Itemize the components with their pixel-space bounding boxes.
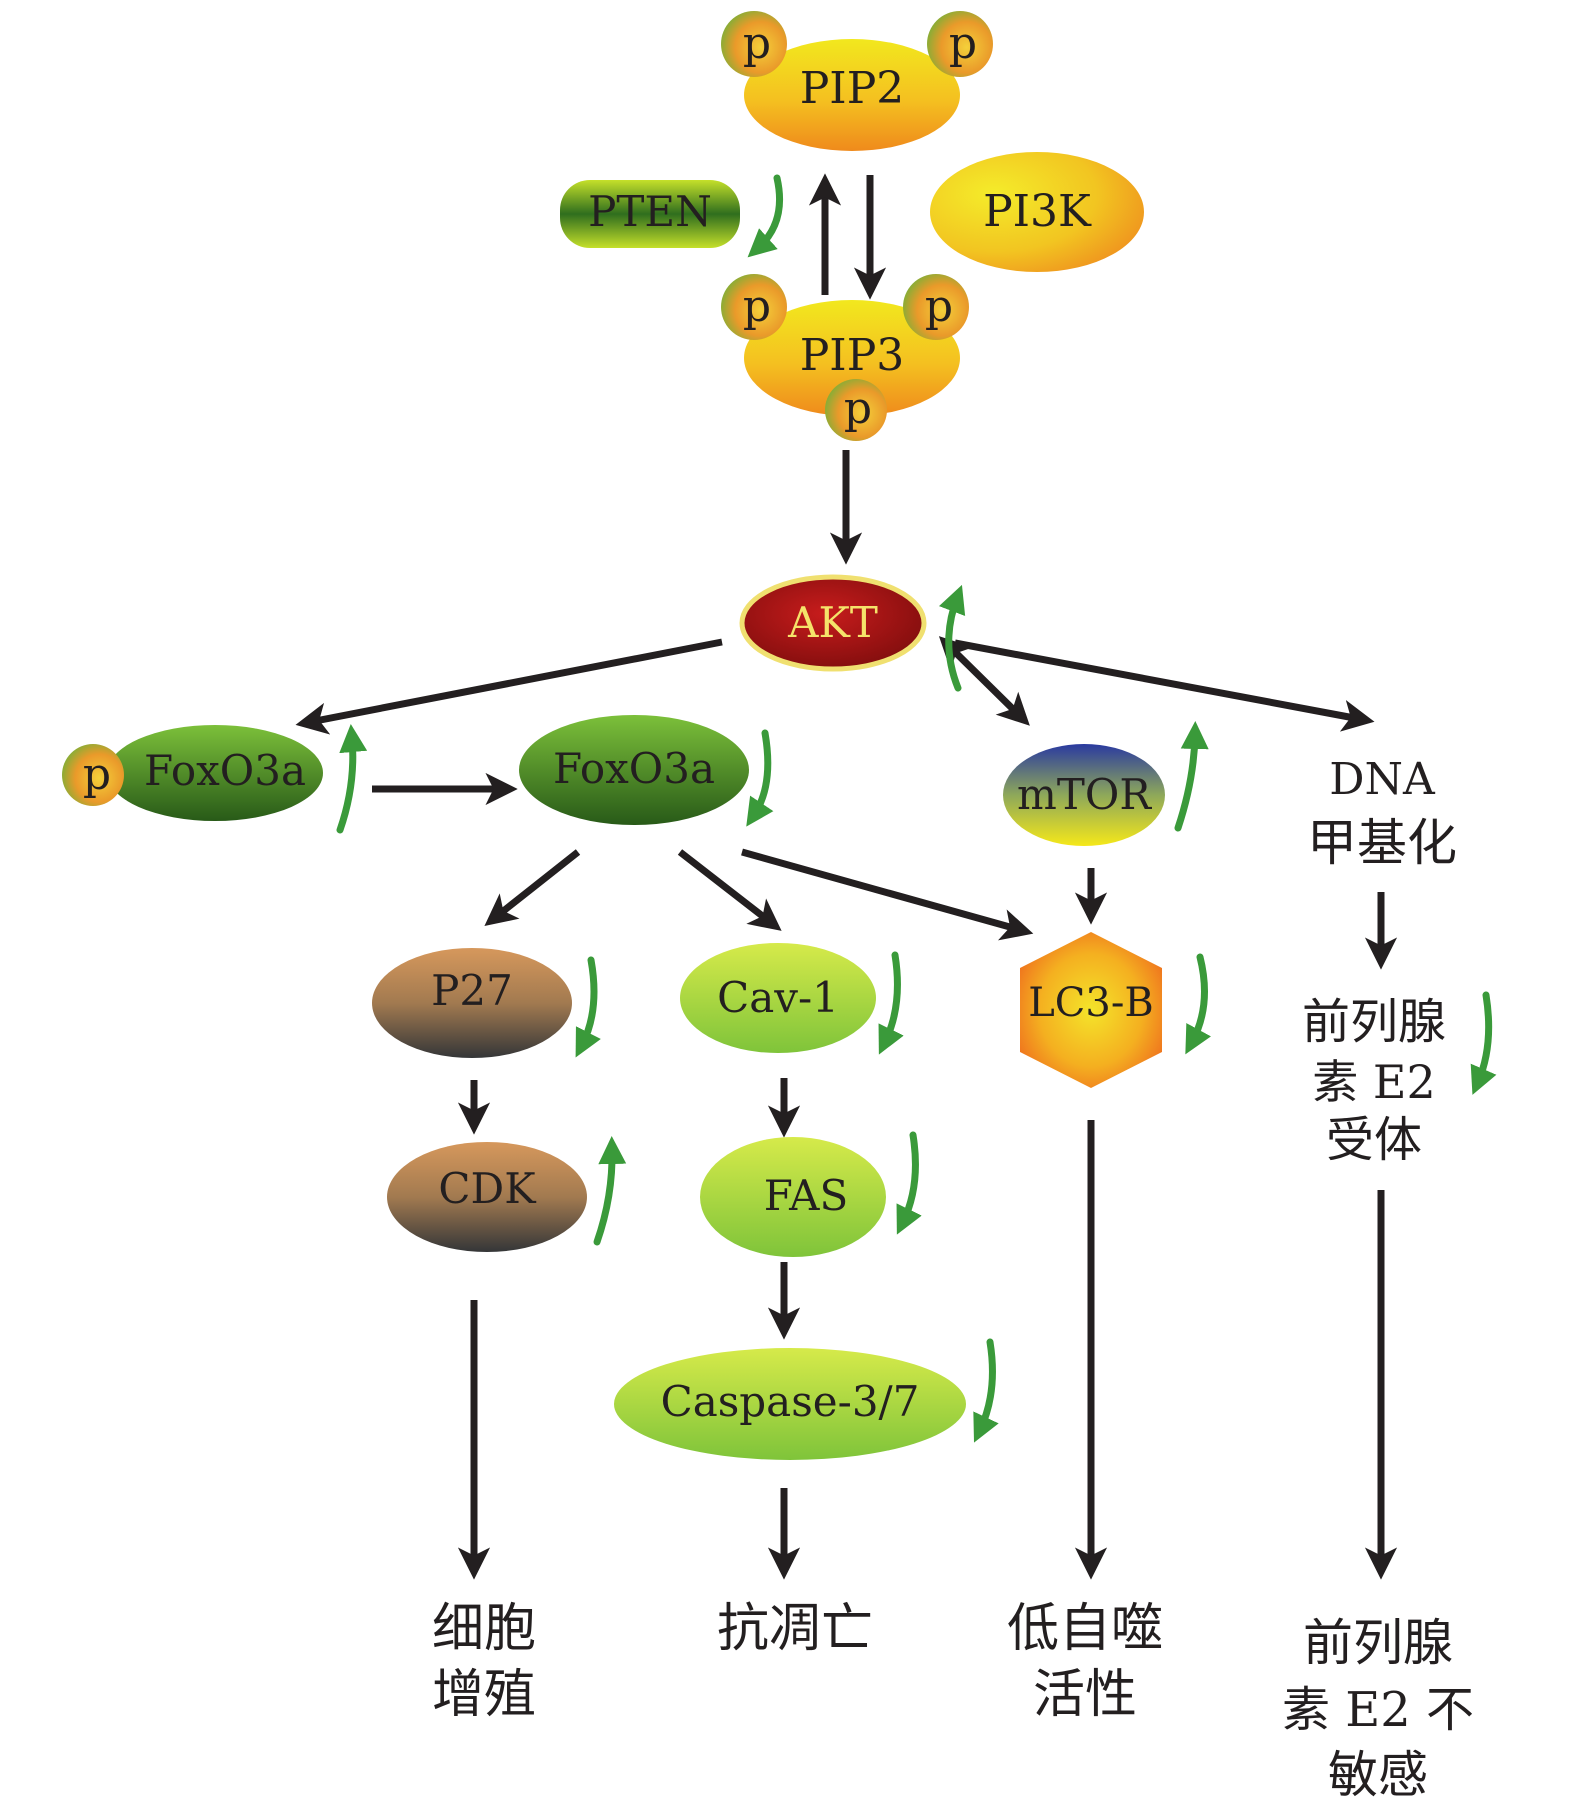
phospho-label: p <box>743 281 771 332</box>
down-regulation-arrow-receptor <box>1470 991 1497 1095</box>
outcome-low-autophagy-line-2: 活性 <box>1033 1665 1137 1725</box>
arrow-akt-to-dna-methylation <box>954 639 1375 732</box>
node-lc3b: LC3-B <box>1020 932 1162 1088</box>
node-mtor: mTOR <box>1003 744 1165 846</box>
arrow-foxo3a-to-cav1 <box>677 849 782 931</box>
receptor-line-1: 前列腺 <box>1302 994 1446 1050</box>
node-p27-label: P27 <box>431 966 513 1015</box>
node-foxo3a-label: FoxO3a <box>553 744 715 793</box>
node-dna-methylation: DNA 甲基化 <box>1307 754 1457 872</box>
regulation-arrows <box>336 174 1497 1443</box>
node-pip2-label: PIP2 <box>800 63 905 114</box>
node-caspase-3-7: Caspase-3/7 <box>614 1348 966 1460</box>
up-regulation-arrow-akt <box>938 584 966 692</box>
outcome-low-autophagy: 低自噬 活性 <box>1007 1599 1163 1725</box>
outcome-low-autophagy-line-1: 低自噬 <box>1007 1599 1163 1659</box>
outcome-insensitive-line-1: 前列腺 <box>1303 1614 1453 1672</box>
phospho-badge: p <box>721 11 787 77</box>
node-foxo3a-p-label: FoxO3a <box>144 746 306 795</box>
arrow-foxo3a-to-lc3b <box>741 848 1034 941</box>
node-akt-label: AKT <box>787 598 878 647</box>
node-cdk: CDK <box>387 1142 587 1252</box>
outcome-anti-apoptosis: 抗凋亡 <box>717 1599 873 1659</box>
up-regulation-arrow-mtor <box>1174 721 1209 832</box>
arrow-akt-mtor <box>938 636 1030 726</box>
node-pten: PTEN <box>560 180 740 248</box>
node-akt: AKT <box>739 574 927 672</box>
down-regulation-arrow-p27 <box>575 956 601 1058</box>
dna-methylation-line-1: DNA <box>1329 754 1436 805</box>
phospho-badge: p <box>903 274 969 340</box>
arrow-foxo3a-to-p27 <box>484 849 581 926</box>
dna-methylation-line-2: 甲基化 <box>1307 814 1457 872</box>
down-regulation-arrow-fas <box>896 1131 922 1235</box>
arrow-akt-to-foxo3a-p <box>295 638 723 735</box>
outcome-insensitive-line-3: 敏感 <box>1328 1746 1428 1804</box>
node-cav1: Cav-1 <box>680 943 876 1053</box>
node-fas-label: FAS <box>764 1171 849 1220</box>
node-foxo3a-phosphorylated: p FoxO3a <box>62 725 323 821</box>
node-pten-label: PTEN <box>588 187 712 236</box>
phospho-label: p <box>844 383 872 434</box>
receptor-line-3: 受体 <box>1326 1112 1422 1168</box>
phospho-badge: p <box>825 379 887 441</box>
node-mtor-label: mTOR <box>1017 770 1152 819</box>
outcome-proliferation-line-2: 增殖 <box>432 1665 536 1725</box>
down-regulation-arrow-caspase <box>973 1338 999 1443</box>
up-regulation-arrow-cdk <box>593 1136 627 1246</box>
node-androgen-receptor: 前列腺 素 E2 受体 <box>1302 994 1446 1168</box>
node-pip3-label: PIP3 <box>800 330 905 381</box>
phospho-label: p <box>949 18 977 69</box>
node-p27: P27 <box>372 948 572 1058</box>
phospho-label: p <box>743 18 771 69</box>
node-pi3k-label: PI3K <box>983 186 1092 237</box>
node-fas: FAS <box>700 1137 886 1257</box>
phospho-label: p <box>925 281 953 332</box>
outcome-proliferation: 细胞 增殖 <box>432 1599 536 1725</box>
outcome-anti-apoptosis-line-1: 抗凋亡 <box>717 1599 873 1659</box>
phospho-badge: p <box>62 744 124 806</box>
node-pip3: p p p PIP3 <box>721 274 969 441</box>
pathway-arrows <box>295 173 1398 1580</box>
node-foxo3a: FoxO3a <box>519 715 749 825</box>
down-regulation-arrow-pten <box>747 174 784 258</box>
outcome-insensitive: 前列腺 素 E2 不 敏感 <box>1282 1614 1474 1804</box>
up-regulation-arrow-foxo3a-p <box>336 724 368 834</box>
phospho-badge: p <box>721 274 787 340</box>
down-regulation-arrow-foxo3a <box>746 729 774 827</box>
down-regulation-arrow-lc3b <box>1185 953 1211 1055</box>
node-cav1-label: Cav-1 <box>717 973 839 1022</box>
down-regulation-arrow-cav1 <box>878 951 904 1055</box>
phospho-badge: p <box>927 11 993 77</box>
phospho-label: p <box>83 749 111 800</box>
receptor-line-2: 素 E2 <box>1312 1055 1435 1109</box>
node-caspase-label: Caspase-3/7 <box>661 1377 920 1426</box>
node-cdk-label: CDK <box>438 1164 537 1213</box>
outcome-insensitive-line-2: 素 E2 不 <box>1282 1682 1474 1738</box>
node-pip2: p p PIP2 <box>721 11 993 151</box>
node-pi3k: PI3K <box>930 152 1144 272</box>
node-lc3b-label: LC3-B <box>1028 980 1154 1026</box>
outcome-proliferation-line-1: 细胞 <box>432 1599 536 1659</box>
